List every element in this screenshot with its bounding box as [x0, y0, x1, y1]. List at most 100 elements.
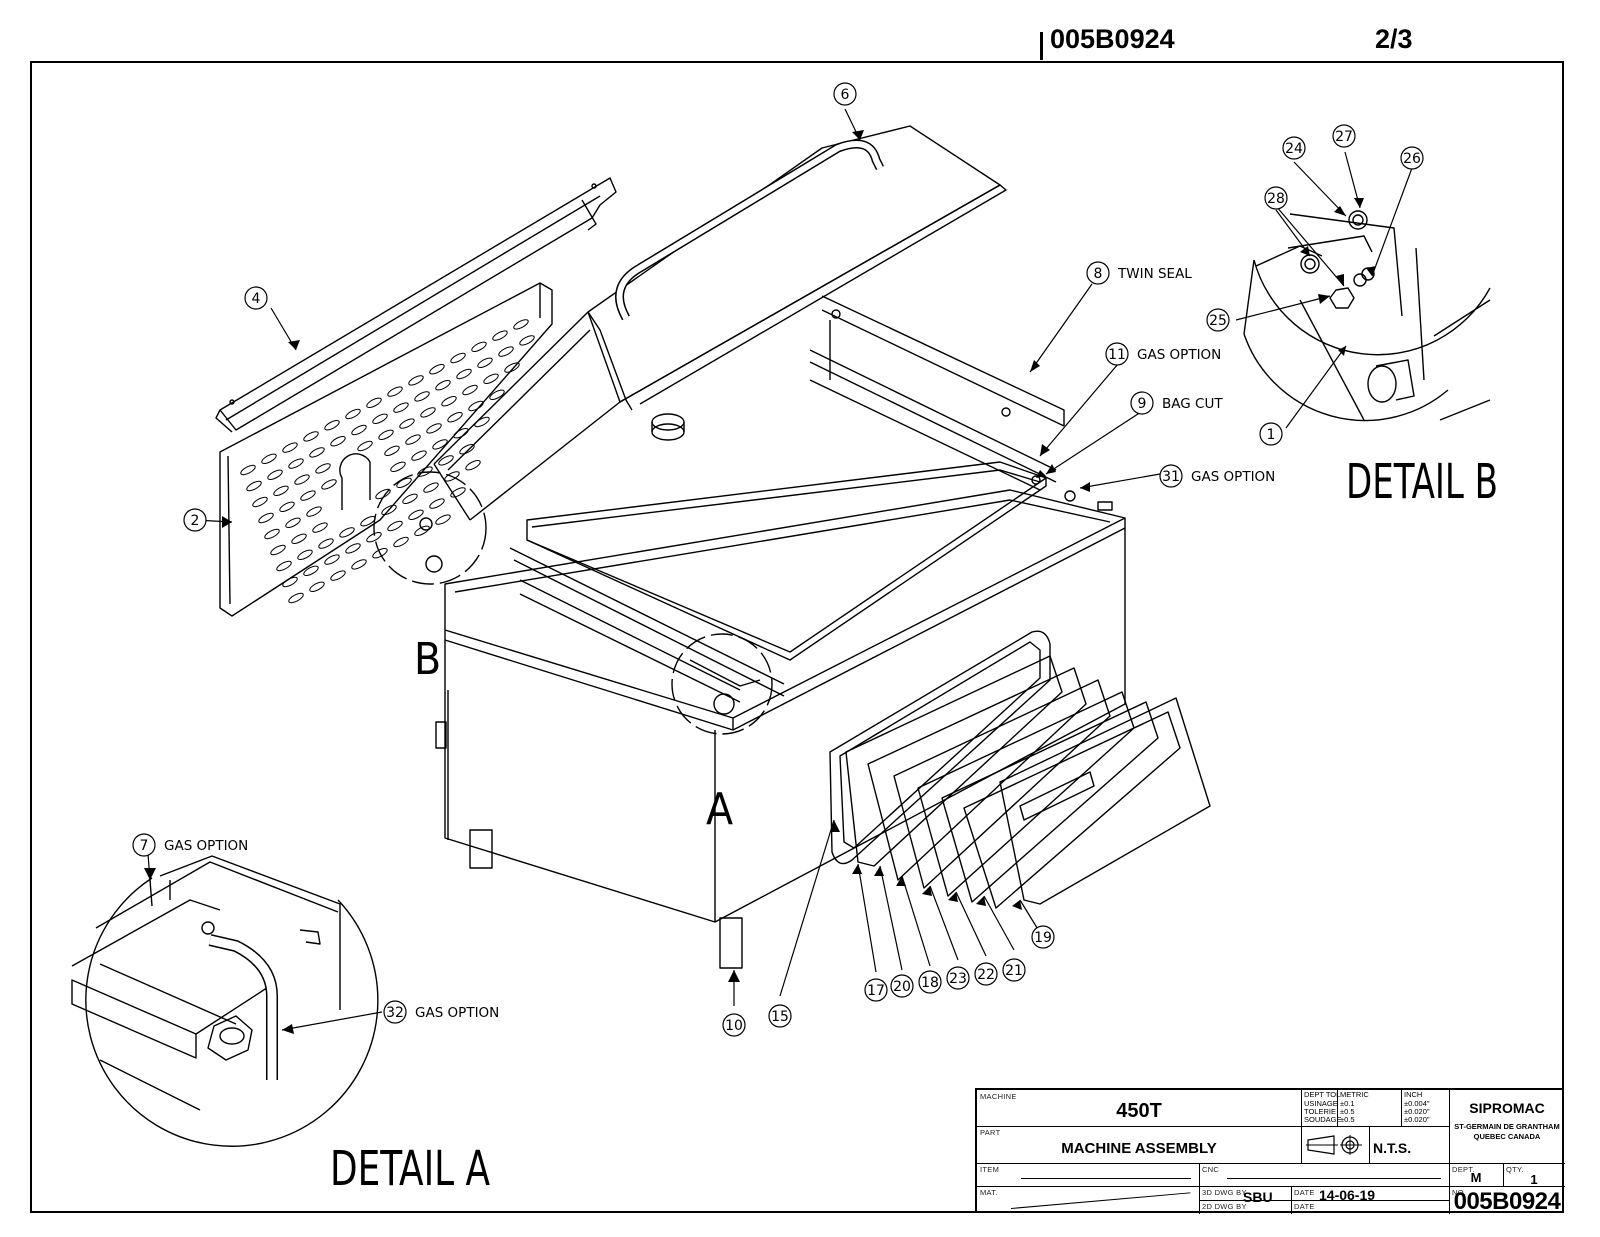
cnc-label: CNC	[1202, 1165, 1220, 1174]
callout-number: 27	[1335, 129, 1353, 145]
callout-number: 17	[867, 983, 885, 999]
callout-10: 10	[722, 1013, 746, 1037]
callout-balloon	[1282, 136, 1306, 160]
part-label: PART	[980, 1128, 1001, 1137]
callout-number: 23	[949, 971, 967, 987]
material-blank-line	[1010, 1192, 1191, 1209]
callout-number: 22	[977, 967, 995, 983]
panel-perforation	[471, 341, 487, 352]
callout-17: 17	[864, 978, 888, 1002]
callout-balloon	[132, 833, 156, 857]
tolerance-cell: ±0.5	[1340, 1107, 1355, 1116]
panel-perforation	[318, 538, 334, 549]
panel-perforation	[402, 493, 418, 504]
panel-perforation	[312, 522, 328, 533]
panel-perforation	[408, 509, 424, 520]
number-label: NO.	[1452, 1188, 1467, 1197]
company-address-2: QUEBEC CANADA	[1473, 1132, 1541, 1141]
callout-number: 31	[1162, 469, 1180, 485]
tb-rule	[1199, 1200, 1291, 1201]
callout-number: 21	[1005, 963, 1023, 979]
callout-number: 18	[921, 975, 939, 991]
panel-perforation	[270, 544, 286, 556]
callout-26: 26	[1400, 146, 1424, 170]
callout-number: 25	[1209, 313, 1227, 329]
date2-label: DATE	[1294, 1202, 1315, 1211]
panel-perforation	[282, 576, 298, 588]
tolerance-cell: ±0.020"	[1404, 1107, 1430, 1116]
tolerance-cell: ±0.004"	[1404, 1099, 1430, 1108]
leader-arrowheads	[144, 130, 1376, 1034]
item-blank-line	[1021, 1178, 1191, 1179]
detail-a-reference-circle	[671, 633, 773, 735]
detail-b-reference-circle	[373, 471, 487, 585]
callout-28: 28	[1264, 186, 1288, 210]
callout-number: 24	[1285, 141, 1303, 157]
panel-perforation	[375, 488, 391, 500]
callout-number: 8	[1094, 266, 1103, 282]
callout-balloon	[244, 286, 268, 310]
callout-number: 32	[386, 1005, 404, 1021]
projection-symbol-icon	[1306, 1135, 1362, 1155]
tb-rule	[977, 1126, 1301, 1127]
panel-perforation	[351, 424, 367, 436]
callout-balloon	[722, 1013, 746, 1037]
panel-perforation	[339, 527, 355, 538]
panel-perforation	[387, 386, 403, 397]
company-address-1: ST-GERMAIN DE GRANTHAM	[1454, 1122, 1560, 1131]
panel-perforation	[414, 391, 430, 402]
company-name: SIPROMAC	[1469, 1100, 1545, 1116]
callout-21: 21	[1002, 958, 1026, 982]
header-rule	[1040, 32, 1043, 60]
callout-balloon	[864, 978, 888, 1002]
callout-23: 23	[946, 966, 970, 990]
panel-perforation	[273, 485, 289, 496]
panel-perforation	[456, 368, 472, 380]
tb-rule	[977, 1163, 1565, 1164]
panel-perforation	[240, 464, 256, 476]
callout-4: 4	[244, 286, 268, 310]
callout-balloon	[833, 82, 857, 106]
callout-balloon	[1002, 958, 1026, 982]
callout-balloon	[183, 508, 207, 532]
panel-perforation	[345, 543, 361, 554]
panel-perforation	[315, 463, 331, 474]
panel-perforation	[291, 533, 307, 544]
callout-note: TWIN SEAL	[1117, 266, 1192, 282]
panel-perforation	[435, 514, 451, 525]
panel-perforation	[306, 506, 322, 517]
panel-perforation	[438, 455, 454, 466]
panel-perforation	[483, 373, 499, 384]
callout-number: 7	[140, 838, 149, 854]
callout-number: 28	[1267, 191, 1285, 207]
panel-perforation	[324, 420, 340, 431]
panel-perforation	[474, 416, 490, 428]
panel-perforation	[288, 458, 304, 469]
panel-perforation	[345, 408, 361, 420]
panel-perforation	[285, 517, 301, 528]
panel-perforation	[267, 469, 283, 480]
callout-number: 20	[893, 979, 911, 995]
panel-perforation	[378, 429, 394, 440]
panel-perforation	[492, 330, 508, 341]
section-mark-a: A	[706, 784, 733, 835]
tolerance-cell: USINAGE	[1304, 1099, 1338, 1108]
panel-perforation	[447, 412, 463, 423]
panel-perforation	[465, 460, 481, 471]
detail-b-view	[1243, 210, 1491, 422]
panel-perforation	[450, 352, 466, 364]
header-sheet-number: 2/3	[1375, 24, 1413, 54]
part-vacuum-chamber	[435, 295, 1126, 969]
tb-rule	[1301, 1126, 1449, 1127]
panel-perforation	[330, 570, 346, 581]
callout-balloon	[1086, 261, 1110, 285]
panel-perforation	[393, 536, 409, 548]
callout-number: 10	[725, 1018, 743, 1034]
panel-perforation	[405, 434, 421, 445]
part-angle-bracket	[215, 177, 617, 433]
callout-25: 25	[1206, 308, 1230, 332]
callout-balloon	[1105, 342, 1129, 366]
